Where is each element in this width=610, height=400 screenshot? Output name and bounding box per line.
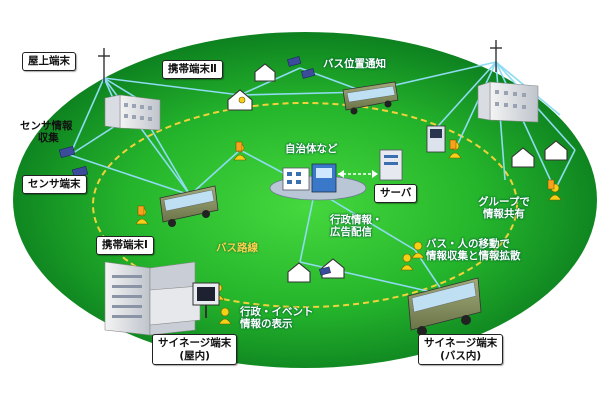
signage-bus-line-1: サイネージ端末 <box>424 337 498 349</box>
admin-info-line-1: 行政情報・ <box>330 214 383 226</box>
admin-info-line-2: 広告配信 <box>330 226 372 239</box>
tall-building-indoor-icon <box>104 261 201 336</box>
admin-info-label: 行政情報・ 広告配信 <box>330 214 383 238</box>
municipality-label: 自治体など <box>285 143 338 155</box>
person-icons <box>135 96 562 325</box>
mobile-terminal-1-label: 携帯端末Ⅰ <box>96 236 154 255</box>
rooftop-terminal-label: 屋上端末 <box>22 52 76 71</box>
group-share-label: グループで 情報共有 <box>478 196 530 220</box>
bus-top-icon <box>342 81 399 115</box>
group-share-line-1: グループで <box>478 196 530 208</box>
sensor-info-line-1: センサ情報 <box>20 120 73 132</box>
bus-route-label: バス路線 <box>216 242 258 254</box>
apartment-building-left-icon <box>104 94 161 131</box>
signage-bus-label: サイネージ端末 (バス内) <box>418 334 504 366</box>
signage-indoor-line-2: (屋内) <box>179 349 210 362</box>
kiosk-terminal-icon <box>426 125 446 153</box>
bus-location-label: バス位置通知 <box>323 58 386 70</box>
bus-left-icon <box>159 185 219 227</box>
move-collect-label: バス・人の移動で 情報収集と情報拡散 <box>426 238 521 262</box>
signage-indoor-line-1: サイネージ端末 <box>158 337 232 349</box>
sensor-info-label: センサ情報 収集 <box>20 120 73 144</box>
antenna-left-icon <box>98 48 110 82</box>
server-icon <box>379 149 403 181</box>
event-display-line-2: 情報の表示 <box>240 318 293 331</box>
bus-route-loop <box>92 102 518 308</box>
move-collect-line-1: バス・人の移動で <box>426 238 510 250</box>
signage-display-indoor-icon <box>192 282 220 318</box>
signage-bus-line-2: (バス内) <box>440 349 482 362</box>
sensor-terminal-label: センサ端末 <box>22 175 87 194</box>
event-display-line-1: 行政・イベント <box>240 306 314 318</box>
sensor-info-line-2: 収集 <box>37 132 59 145</box>
move-collect-line-2: 情報収集と情報拡散 <box>426 250 521 263</box>
mobile-terminal-2-label: 携帯端末Ⅱ <box>162 60 223 79</box>
municipality-platform <box>269 163 367 201</box>
server-label: サーバ <box>374 184 418 203</box>
apartment-building-right-icon <box>477 81 539 123</box>
bus-bottom-icon <box>407 277 482 336</box>
data-exchange-arrow-icon <box>338 170 378 178</box>
house-icons <box>227 63 568 283</box>
antenna-right-icon <box>490 40 502 72</box>
event-display-label: 行政・イベント 情報の表示 <box>240 306 314 330</box>
group-share-line-2: 情報共有 <box>482 208 525 221</box>
mobile-device-icons <box>137 139 555 216</box>
signage-indoor-label: サイネージ端末 (屋内) <box>152 334 238 366</box>
sensor-panel-icons <box>58 56 331 276</box>
